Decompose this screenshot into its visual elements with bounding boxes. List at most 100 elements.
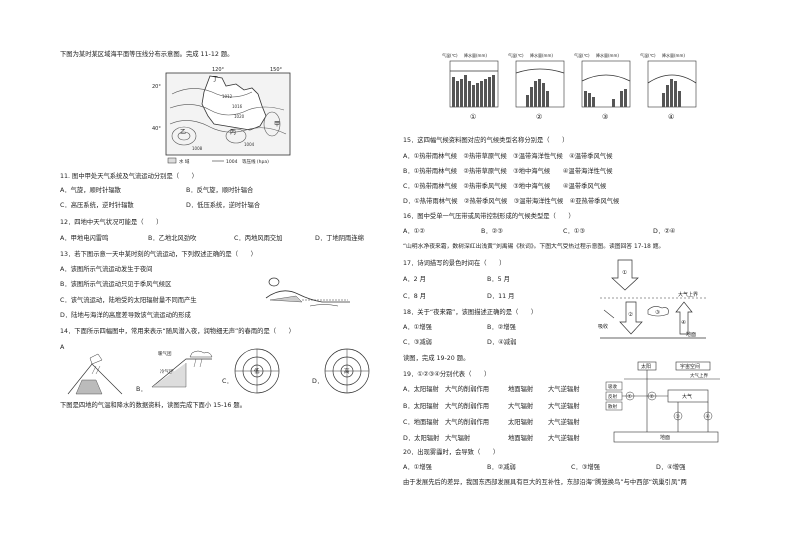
chart-number: ④ [668, 113, 674, 121]
question-11: 11. 图中甲处天气系统及气流运动分别是（ ） [60, 173, 198, 180]
high-center: 高 [344, 367, 350, 375]
question-13: 13．若下图示意一天中某时刻的气流运动，下列叙述正确的是（ ） [60, 251, 257, 258]
option[interactable]: D．④增强 [656, 464, 686, 471]
rain-bar [530, 87, 533, 107]
rain-bar [492, 75, 495, 107]
cell: B．太阳辐射 [403, 403, 439, 410]
option[interactable]: B．该图所示气流运动只见于季风气候区 [60, 281, 172, 288]
land-hatch [269, 295, 303, 303]
rain-bar [624, 89, 627, 107]
option[interactable]: C．该气流运动，陆地受的太阳辐射量不同而产生 [60, 297, 197, 304]
option[interactable]: C．③减弱 [403, 339, 432, 346]
option[interactable]: B．②减弱 [487, 464, 516, 471]
atmosphere-label: 大气 [682, 393, 692, 400]
cloud-shape [89, 353, 103, 365]
continent-shape [201, 75, 267, 131]
rain-bar [476, 83, 479, 107]
option[interactable]: C．丙地风雨交加 [234, 235, 283, 242]
fig-label-d[interactable]: D． [312, 378, 324, 385]
rain-bar [468, 81, 471, 107]
fig-label-c[interactable]: C． [222, 378, 233, 385]
cell: 大气的削弱作用 [445, 386, 490, 393]
option[interactable]: D．丁地阴雨连绵 [315, 235, 364, 242]
option[interactable]: A．气旋，顺时针辐散 [60, 187, 121, 194]
option[interactable]: D．11 月 [487, 293, 515, 300]
climate-chart-4: 气温(℃) 降水量(mm) ④ [640, 52, 697, 121]
cell: 大气辐射 [508, 403, 534, 410]
option[interactable]: A．该图所示气流运动发生于夜间 [60, 266, 153, 273]
axis-header: 降水量(mm) [662, 52, 685, 58]
chart-number: ① [470, 113, 476, 121]
option[interactable]: B．②③ [481, 228, 503, 235]
cell: 大气逆辐射 [548, 386, 580, 393]
isobar-loop [177, 131, 191, 141]
space-label: 宇宙空间 [680, 363, 700, 370]
isobar-line [171, 88, 253, 98]
side-box [605, 401, 623, 411]
option[interactable]: C．①热带雨林气候 ②热带季风气候 ③地中海气候 ④温带季风气候 [403, 183, 607, 190]
option[interactable]: D．④减弱 [487, 339, 517, 346]
option[interactable]: B．5 月 [487, 276, 510, 283]
option[interactable]: A．①热带雨林气候 ②热带草原气候 ③温带海洋性气候 ④温带季风气候 [403, 153, 613, 160]
front-figure-b[interactable]: 暖气团 冷气团 [146, 347, 216, 393]
option[interactable]: C．8 月 [403, 293, 426, 300]
rain-bar [592, 97, 595, 107]
cell: C．地面辐射 [403, 419, 439, 426]
cyclone-figure[interactable]: 低 [232, 346, 282, 396]
cold-air-mass [152, 363, 187, 388]
option[interactable]: A．①增强 [403, 464, 432, 471]
option[interactable]: B．乙地北风劲吹 [148, 235, 197, 242]
option[interactable]: C．①③ [563, 228, 585, 235]
legend-isobar: 等压线 (hpa) [242, 158, 269, 165]
option-19-a[interactable]: A．太阳辐射大气的削弱作用地面辐射大气逆辐射 [403, 386, 579, 394]
option[interactable]: B．①热带雨林气候 ②热带草原气候 ③地中海气候 ④温带海洋性气候 [403, 168, 613, 175]
rain-bar [588, 93, 591, 107]
option-19-b[interactable]: B．太阳辐射大气的削弱作用大气辐射大气逆辐射 [403, 403, 579, 411]
front-figure-a[interactable] [62, 350, 132, 396]
low-center: 低 [254, 367, 260, 375]
lon-label: 120° [212, 67, 225, 73]
option[interactable]: B．反气旋，顺时针辐合 [186, 187, 254, 194]
fig-label-a[interactable]: A [60, 344, 65, 351]
cell: D．太阳辐射 [403, 435, 440, 442]
rain-bar [484, 79, 487, 107]
anticyclone-figure[interactable]: 高 [322, 346, 372, 396]
cell: 大气逆辐射 [548, 435, 580, 442]
chart-number: ③ [602, 113, 608, 121]
option-19-c[interactable]: C．地面辐射大气的削弱作用太阳辐射大气逆辐射 [403, 419, 579, 427]
option[interactable]: A．①增强 [403, 324, 432, 331]
isobar-line [169, 120, 287, 135]
question-15: 15．这四幅气候资料图对应的气候类型名称分别是（ ） [403, 137, 569, 144]
point-label: 丁 [212, 76, 218, 83]
option[interactable]: D．陆地与海洋的高度差导致该气流运动的形成 [60, 312, 191, 319]
isobar-map: 120° 150° 20° 40° 丁 甲 乙 丙 1012 1016 1020… [152, 67, 291, 165]
isobar-line [169, 104, 285, 116]
side-label: 反射 [608, 393, 617, 400]
option[interactable]: A．①② [403, 228, 425, 235]
option[interactable]: A．甲地电闪雷鸣 [60, 235, 109, 242]
fig-label-b[interactable]: B． [136, 386, 147, 393]
arrow-label: ③ [655, 310, 660, 316]
option[interactable]: A．2 月 [403, 276, 426, 283]
rain-line [199, 358, 203, 368]
intro-15-16: 下图是四地的气温和降水的数据资料，读图完成下面小 15-16 题。 [60, 402, 247, 409]
isobar-value: 1008 [192, 146, 203, 151]
rain-bar [456, 81, 459, 107]
option[interactable]: D．①热带雨林气候 ②热带季风气候 ③温带海洋性气候 ④亚热带季风气候 [403, 198, 620, 205]
rain-bar [472, 85, 475, 107]
point-label: 丙 [230, 129, 236, 136]
heating-process-figure: ① 大气上界 ② ④ ③ 吸收 地面 [598, 259, 706, 339]
option[interactable]: D．低压系统，逆时针辐合 [186, 202, 261, 209]
option[interactable]: B．②增强 [487, 324, 516, 331]
option[interactable]: C．③增强 [571, 464, 600, 471]
coastline [265, 290, 350, 303]
option[interactable]: D．②④ [653, 228, 676, 235]
option-19-d[interactable]: D．太阳辐射大气辐射地面辐射大气逆辐射 [403, 435, 579, 443]
axis-header: 气温(℃) [640, 52, 656, 58]
up-arrow [675, 301, 693, 335]
cell: 大气辐射 [445, 435, 471, 442]
solar-arrow [611, 259, 639, 291]
rain-bar [620, 91, 623, 107]
rain-line [95, 365, 101, 375]
option[interactable]: C．高压系统，逆时针辐散 [60, 202, 134, 209]
